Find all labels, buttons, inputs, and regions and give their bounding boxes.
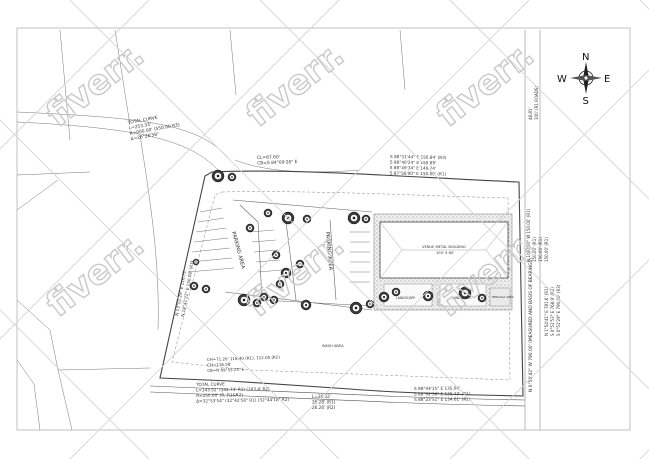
svg-text:S 88°23'51" E 134.61' (R2): S 88°23'51" E 134.61' (R2) — [414, 397, 471, 402]
tree-icon — [269, 295, 279, 305]
parking-area-label-2: PARKING AREA — [324, 232, 333, 271]
svg-text:CL=87.60': CL=87.60' — [257, 154, 280, 161]
svg-text:L=253.33': L=253.33' — [128, 122, 151, 132]
curve-bottom-left-note: CH=71.20' 116.40 (R1), 112.00 (R2) CH=11… — [207, 354, 281, 373]
svg-text:Δ=26°26'58": Δ=26°26'58" — [130, 131, 159, 142]
svg-text:TOTAL CURVE: TOTAL CURVE — [195, 381, 225, 387]
svg-text:L=143.52' (142.73' R1) (143.4': L=143.52' (142.73' R1) (143.4' R2) — [196, 386, 270, 392]
tree-icon — [259, 292, 269, 302]
bearings-bottom-right: S 88°44'15" E 135.04' S 88°02'36" E 135.… — [414, 386, 471, 402]
tree-icon — [295, 259, 305, 269]
property-boundary — [159, 170, 524, 397]
tree-icon — [192, 258, 200, 266]
svg-text:S 0°51'29" E 790.00' (R3): S 0°51'29" E 790.00' (R3) — [556, 284, 561, 336]
tree-icon — [189, 281, 199, 291]
parking-islands — [224, 199, 373, 311]
south-label: S — [583, 96, 589, 107]
svg-text:CB=S 84°09'26" E: CB=S 84°09'26" E — [257, 159, 298, 166]
tree-icon — [391, 287, 401, 297]
svg-text:S 0°51'53" E 768.9' (R2): S 0°51'53" E 768.9' (R2) — [550, 287, 555, 336]
bottom-mid-note: L=26.32' 26.28' (R1) 26.26' (R2) — [312, 394, 336, 410]
tree-icon — [361, 214, 371, 224]
svg-text:S 88°44'15" E 135.04': S 88°44'15" E 135.04' — [414, 386, 460, 391]
svg-text:N 0°56'42" W 790.00' (MEASURED: N 0°56'42" W 790.00' (MEASURED AND BASIS… — [528, 258, 534, 392]
right-vertical-mid-note: N 1°00'00" W 150.00' (R1) 150.00' (R1) 1… — [526, 208, 549, 262]
tree-icon — [211, 169, 225, 183]
tree-symbols — [189, 169, 487, 315]
west-label: W — [557, 74, 567, 85]
curve-top-middle-note: CL=87.60' CB=S 84°09'26" E — [257, 154, 298, 166]
svg-text:CB=N 89°55'23" E: CB=N 89°55'23" E — [207, 367, 245, 373]
north-label: N — [582, 52, 589, 63]
landscape-label-2: LANDSCAPE — [452, 296, 471, 300]
svg-text:S 87°56'00" E 150.00' (R1): S 87°56'00" E 150.00' (R1) — [390, 170, 447, 176]
svg-text:R=250.00' (R, R1&R2): R=250.00' (R, R1&R2) — [196, 392, 243, 398]
svg-text:TOTAL CURVE: TOTAL CURVE — [126, 115, 158, 126]
wash-area-label: WASH AREA — [322, 344, 344, 348]
tree-icon — [477, 293, 487, 303]
tree-icon — [201, 284, 211, 294]
tree-icon — [300, 299, 312, 311]
svg-text:150.00' (R1): 150.00' (R1) — [538, 237, 543, 262]
tree-icon — [271, 250, 281, 260]
svg-text:150.00' (R1): 150.00' (R1) — [544, 237, 549, 262]
svg-text:150.00' (R1): 150.00' (R1) — [532, 237, 537, 262]
watermark-text-5: fiverr. — [239, 225, 352, 325]
svg-text:N 1°00'00" W 150.00' (R1): N 1°00'00" W 150.00' (R1) — [526, 208, 531, 262]
pergola-label: PERGOLA AREA — [492, 295, 514, 299]
tree-icon — [365, 299, 375, 309]
parking-area-label-1: PARKING AREA — [230, 231, 246, 270]
pergola-area — [489, 287, 511, 307]
east-label: E — [604, 74, 610, 85]
tree-icon — [252, 298, 262, 308]
right-vertical-long-note: N 0°56'42" W 790.00' (MEASURED AND BASIS… — [528, 258, 534, 392]
landscape-label-1: LANDSCAPE — [396, 296, 415, 300]
svg-text:S 88°49'34" E 146.74': S 88°49'34" E 146.74' — [390, 165, 436, 171]
svg-text:S 88°31'44" E 150.84' (R3): S 88°31'44" E 150.84' (R3) — [390, 154, 447, 160]
svg-text:Δ=32°53'54" (32°42'58" R1) (32: Δ=32°53'54" (32°42'58" R1) (32°44'18" R2… — [196, 397, 289, 404]
svg-text:CH=71.20' 116.40 (R1), 112.00: CH=71.20' 116.40 (R1), 112.00 (R2) — [207, 354, 281, 362]
svg-text:N 1°54'41" E 781.6' (R1): N 1°54'41" E 781.6' (R1) — [544, 286, 549, 336]
svg-text:S 88°02'36" E 135.13' (R1): S 88°02'36" E 135.13' (R1) — [414, 391, 471, 396]
drawing-border — [16, 27, 631, 431]
north-arrow: N S E W — [557, 52, 610, 107]
curve-top-left-note: TOTAL CURVE L=253.33' R=000.00' (550.00 … — [126, 115, 180, 142]
tree-icon — [263, 208, 273, 218]
tree-icon — [349, 301, 363, 315]
tree-icon — [237, 293, 251, 307]
tree-icon — [302, 214, 312, 224]
svg-text:100' (R1 ROADS): 100' (R1 ROADS) — [534, 86, 539, 120]
tree-icon — [378, 291, 390, 303]
svg-text:48.81': 48.81' — [528, 107, 533, 120]
building-roof-lines — [379, 221, 509, 279]
watermark-text-2: fiverr. — [239, 35, 352, 135]
right-vertical-long-extra: N 1°54'41" E 781.6' (R1) S 0°51'53" E 76… — [544, 284, 561, 336]
tree-icon — [458, 286, 472, 300]
tree-icon — [227, 172, 237, 182]
building-label: VENUE METAL BUILDING — [422, 245, 466, 249]
watermark-text-4: fiverr. — [39, 225, 152, 325]
svg-text:L=26.32': L=26.32' — [312, 394, 331, 399]
svg-text:26.28' (R1): 26.28' (R1) — [312, 400, 336, 405]
right-vertical-top-note: 48.81' 100' (R1 ROADS) — [528, 86, 539, 120]
svg-text:26.26' (R2): 26.26' (R2) — [312, 405, 336, 410]
curve-bottom-note: TOTAL CURVE L=143.52' (142.73' R1) (143.… — [195, 381, 290, 404]
tree-icon — [280, 267, 292, 279]
tree-icon — [275, 279, 285, 289]
svg-text:S 88°40'24" E 150.89': S 88°40'24" E 150.89' — [390, 159, 436, 165]
setback-line — [171, 191, 511, 381]
bearings-top-right: S 88°31'44" E 150.84' (R3) S 88°40'24" E… — [390, 154, 447, 176]
tree-icon — [347, 211, 361, 225]
svg-text:CH=116.58': CH=116.58' — [207, 362, 231, 368]
tree-icon — [245, 223, 255, 233]
building-size-label: 100' X 60' — [436, 251, 454, 255]
